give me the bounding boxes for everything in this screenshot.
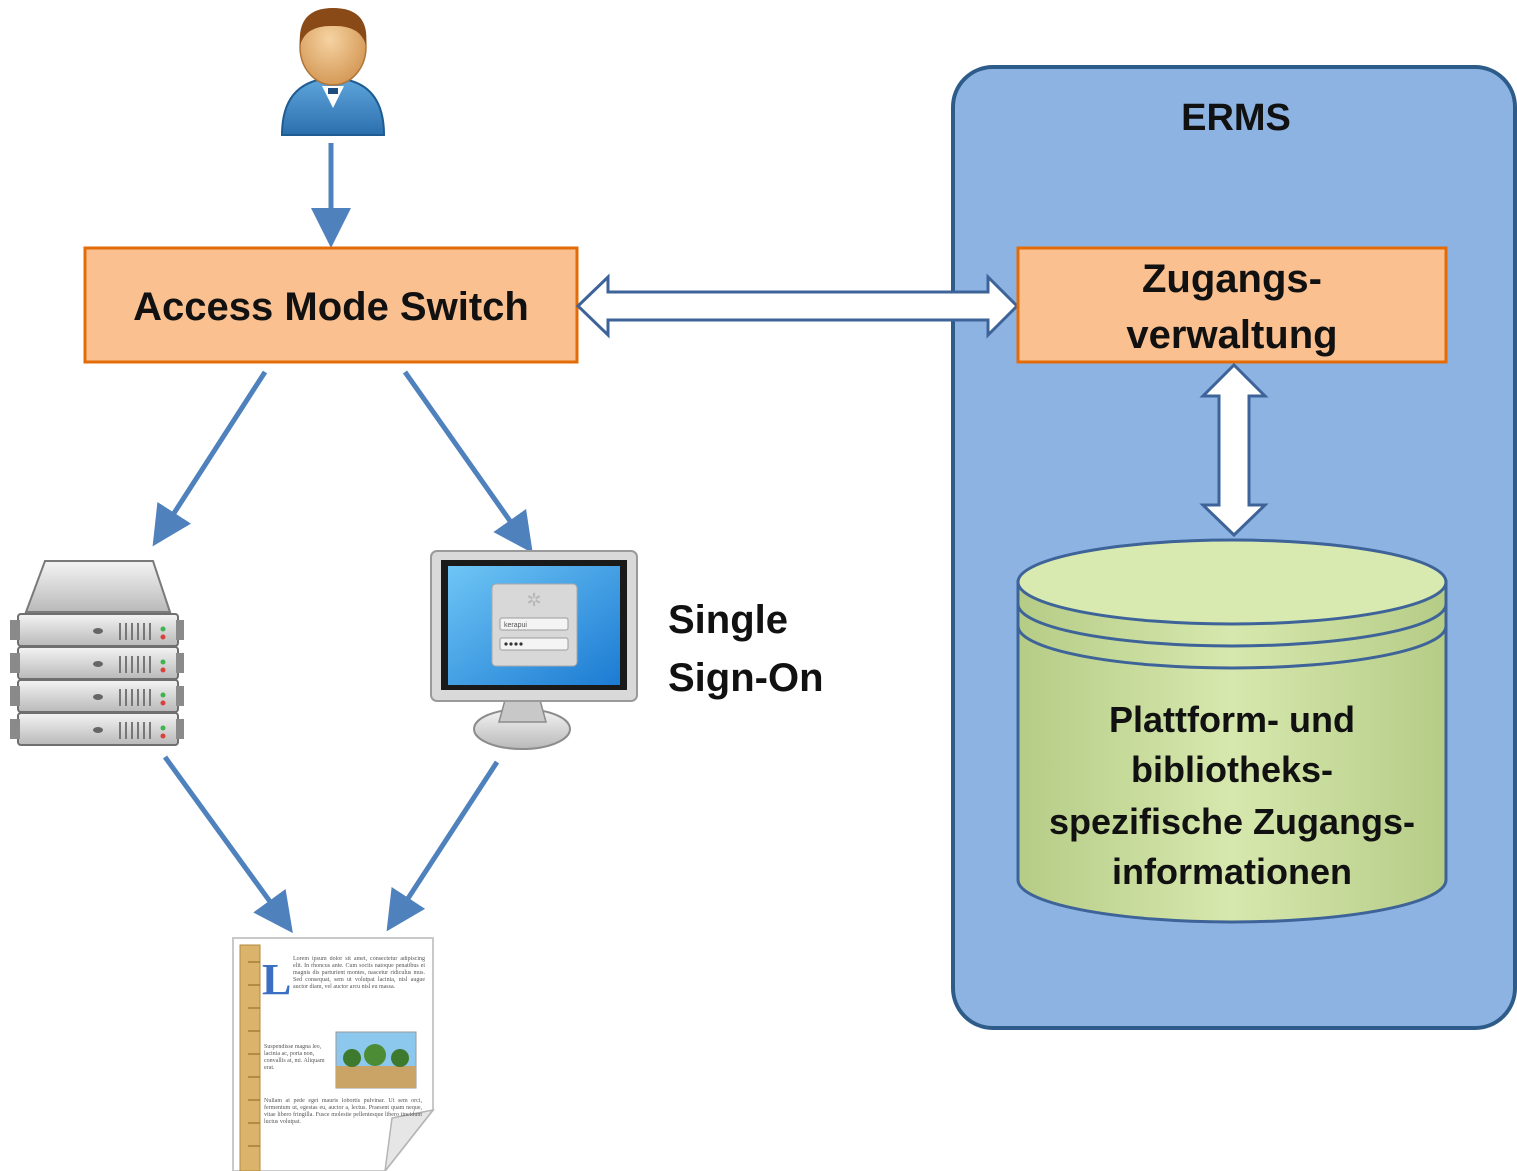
arrow-server-to-document <box>162 755 293 934</box>
database-cylinder <box>1016 538 1448 924</box>
login-username-field: kerapui <box>504 622 527 629</box>
arrow-monitor-to-document <box>386 760 500 932</box>
database-label-line4: informationen <box>1112 851 1352 892</box>
monitor-login-icon: ✲ kerapui <box>430 550 638 750</box>
double-arrow-vertical <box>1199 362 1269 538</box>
access-mode-switch-label: Access Mode Switch <box>133 285 529 329</box>
document-drop-cap: L <box>262 955 291 1004</box>
access-management-box <box>1016 246 1448 364</box>
sso-label-line1: Single <box>668 598 788 642</box>
server-rack-icon <box>10 560 184 746</box>
user-icon <box>280 8 386 136</box>
database-label-line2: bibliotheks- <box>1131 749 1333 790</box>
database-label-line1: Plattform- und <box>1109 699 1355 740</box>
access-mode-switch-box <box>83 246 579 364</box>
svg-text:✲: ✲ <box>526 590 541 611</box>
arrow-switch-to-server <box>152 370 268 547</box>
erms-title: ERMS <box>1181 97 1291 139</box>
document-icon: L Lorem ipsum dolor sit amet, consectetu… <box>232 937 435 1171</box>
document-body-text-2: Suspendisse magna leo, lacinia ac, porta… <box>264 1044 325 1071</box>
sso-label-line2: Sign-On <box>668 656 824 700</box>
document-photo <box>335 1031 417 1089</box>
access-management-line1: Zugangs- <box>1142 257 1322 301</box>
document-body-text-3: Nullam at pede eget mauris lobortis pulv… <box>264 1098 422 1125</box>
database-label-line3: spezifische Zugangs- <box>1049 801 1415 842</box>
access-management-line2: verwaltung <box>1126 313 1337 357</box>
arrow-switch-to-monitor <box>402 370 533 554</box>
document-body-text: Lorem ipsum dolor sit amet, consectetur … <box>293 956 425 990</box>
